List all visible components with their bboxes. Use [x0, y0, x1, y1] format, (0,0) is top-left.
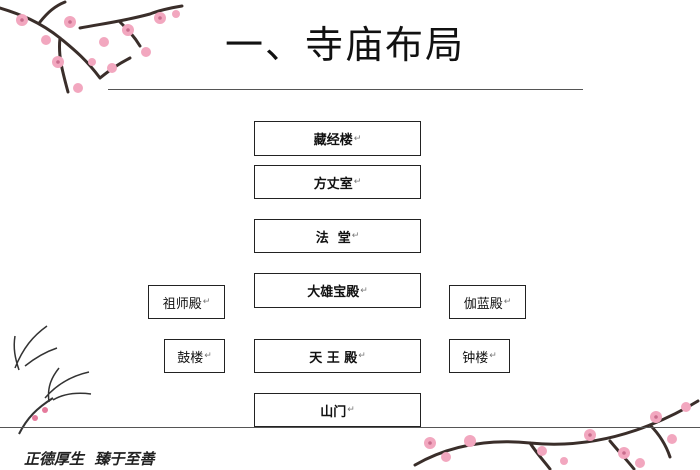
hall-label-zhonglou: 钟楼 [462, 350, 489, 366]
hall-box-fatang: 法 堂↵ [254, 219, 421, 253]
orchid-sketch-lower-left [13, 325, 92, 435]
hall-box-fangzhang: 方丈室↵ [254, 165, 421, 199]
plum-blossom-branch-bottom-right [413, 399, 700, 470]
hall-box-zhonglou: 钟楼↵ [449, 339, 510, 373]
hall-label-fangzhang: 方丈室 [313, 176, 353, 192]
plum-blossom-branch-top-left [0, 0, 184, 94]
return-mark-icon: ↵ [353, 133, 362, 144]
hall-label-tianwang: 天 王 殿 [309, 350, 358, 366]
return-mark-icon: ↵ [489, 351, 497, 361]
hall-box-zushi: 祖师殿↵ [148, 285, 225, 319]
hall-box-qielan: 伽蓝殿↵ [449, 285, 526, 319]
title-underline [108, 89, 583, 90]
return-mark-icon: ↵ [204, 351, 212, 361]
hall-label-daxiong: 大雄宝殿 [307, 285, 360, 300]
hall-box-gulou: 鼓楼↵ [164, 339, 225, 373]
return-mark-icon: ↵ [347, 405, 355, 415]
hall-box-daxiong: 大雄宝殿↵ [254, 273, 421, 308]
return-mark-icon: ↵ [353, 177, 362, 187]
hall-label-cangjing: 藏经楼 [313, 133, 353, 148]
hall-label-shanmen: 山门 [320, 404, 347, 420]
hall-label-gulou: 鼓楼 [177, 350, 204, 366]
hall-box-cangjing: 藏经楼↵ [254, 121, 421, 156]
return-mark-icon: ↵ [358, 351, 366, 361]
return-mark-icon: ↵ [360, 285, 368, 296]
hall-label-fatang: 法 堂 [315, 230, 351, 246]
hall-label-qielan: 伽蓝殿 [463, 296, 503, 312]
calligraphy-signature: 正德厚生 臻于至善 [24, 450, 155, 468]
page-title: 一、寺庙布局 [225, 23, 466, 67]
return-mark-icon: ↵ [202, 297, 211, 307]
hall-label-zushi: 祖师殿 [162, 296, 202, 312]
hall-box-shanmen: 山门↵ [254, 393, 421, 427]
return-mark-icon: ↵ [503, 297, 512, 307]
return-mark-icon: ↵ [351, 231, 360, 241]
hall-box-tianwang: 天 王 殿↵ [254, 339, 421, 373]
footer-divider [0, 427, 700, 428]
